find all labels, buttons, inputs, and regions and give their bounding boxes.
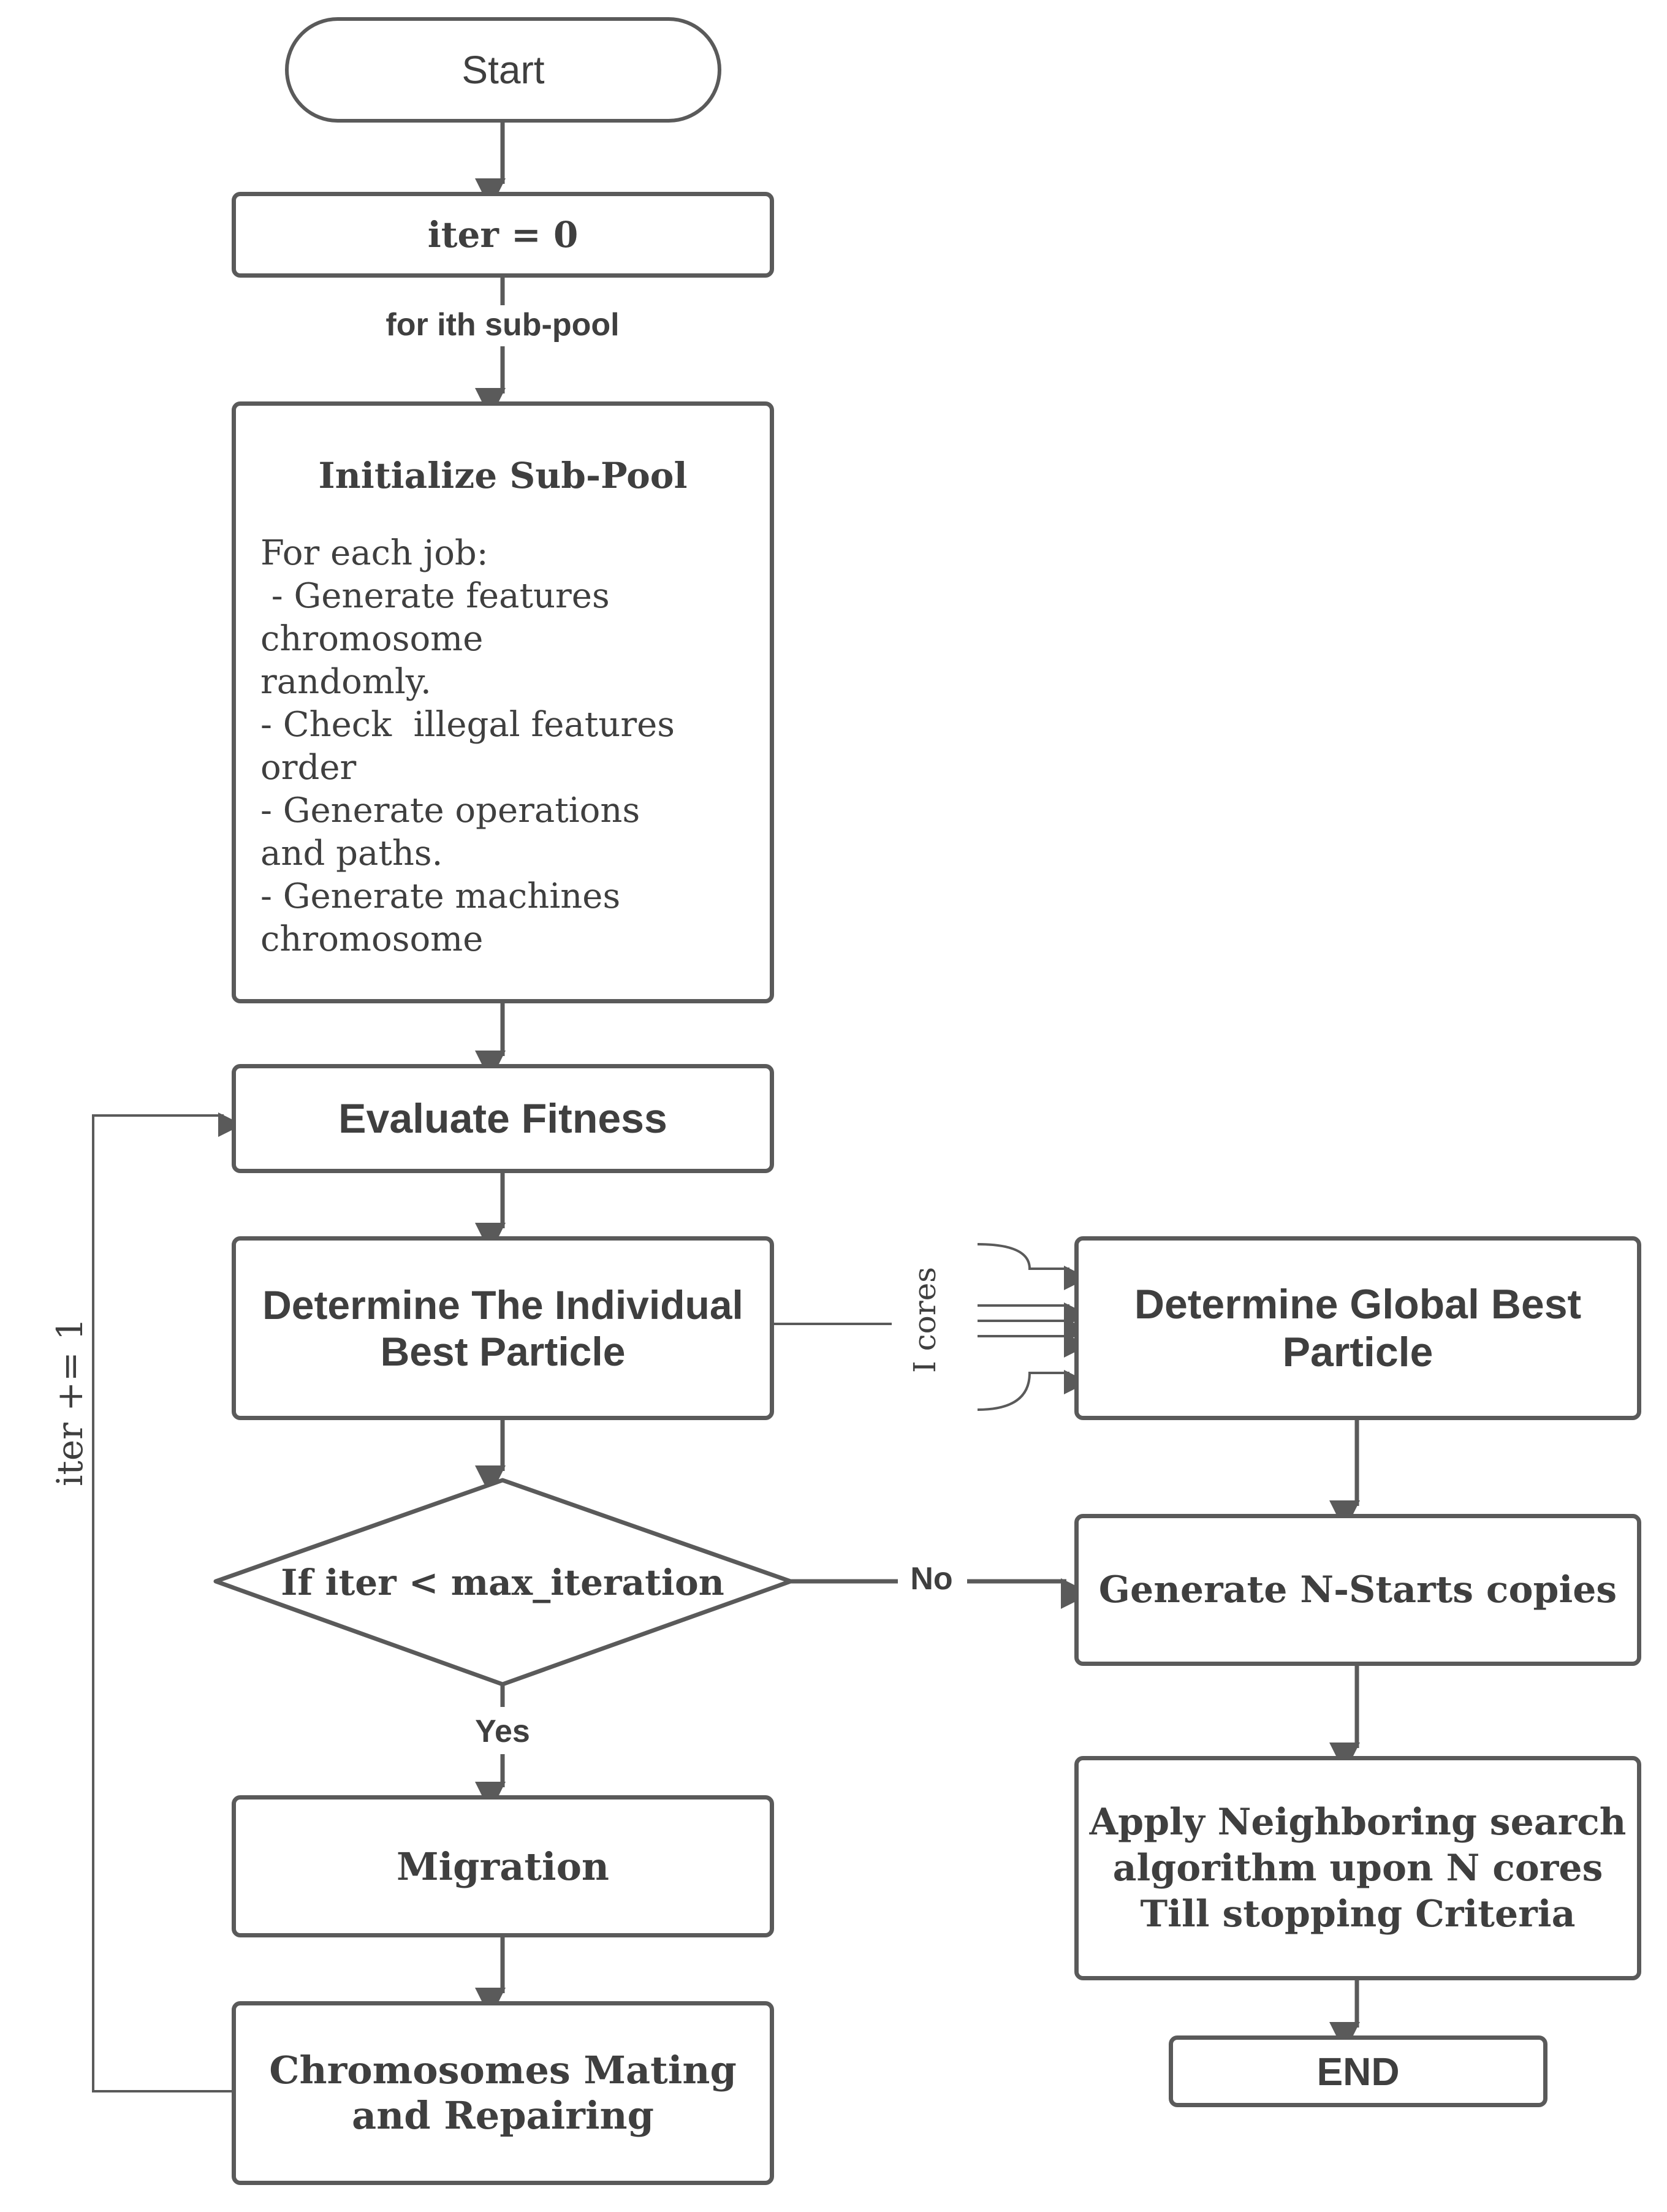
apply-search-label: Apply Neighboring search algorithm upon … xyxy=(1089,1800,1627,1936)
condition-node: If iter < max_iteration xyxy=(245,1519,760,1646)
migration-label: Migration xyxy=(397,1844,609,1889)
condition-label: If iter < max_iteration xyxy=(281,1562,724,1603)
end-terminal: END xyxy=(1169,2035,1547,2107)
start-terminal: Start xyxy=(285,17,721,123)
condition-diamond xyxy=(213,1478,793,1687)
edge-core-in-1 xyxy=(977,1243,1088,1290)
global-best-label: Determine Global Best Particle xyxy=(1134,1281,1582,1375)
for-ith-subpool-label: for ith sub-pool xyxy=(385,307,620,343)
mating-box: Chromosomes Mating and Repairing xyxy=(232,2001,774,2185)
generate-copies-label: Generate N-Starts copies xyxy=(1098,1568,1617,1611)
individual-best-box: Determine The Individual Best Particle xyxy=(232,1236,774,1420)
global-best-box: Determine Global Best Particle xyxy=(1074,1236,1641,1420)
migration-box: Migration xyxy=(232,1795,774,1937)
evaluate-fitness-box: Evaluate Fitness xyxy=(232,1064,774,1173)
iter-init-label: iter = 0 xyxy=(427,214,579,256)
init-title: Initialize Sub-Pool xyxy=(318,455,688,496)
init-body: For each job: - Generate features chromo… xyxy=(260,533,675,959)
mating-label: Chromosomes Mating and Repairing xyxy=(269,2048,737,2138)
cores-label: I cores xyxy=(907,1267,943,1373)
individual-best-label: Determine The Individual Best Particle xyxy=(262,1282,743,1374)
iter-increment-label: iter += 1 xyxy=(49,1318,91,1486)
edge-core-in-5 xyxy=(977,1370,1088,1411)
no-label: No xyxy=(910,1561,953,1597)
iter-init-box: iter = 0 xyxy=(232,192,774,278)
edge-loop-back xyxy=(92,1112,243,2092)
yes-label: Yes xyxy=(475,1714,530,1749)
evaluate-label: Evaluate Fitness xyxy=(338,1095,667,1142)
apply-search-box: Apply Neighboring search algorithm upon … xyxy=(1074,1756,1641,1980)
end-label: END xyxy=(1316,2049,1400,2094)
start-label: Start xyxy=(461,48,545,92)
initialize-subpool-box: Initialize Sub-Pool For each job: - Gene… xyxy=(232,401,774,1003)
generate-copies-box: Generate N-Starts copies xyxy=(1074,1514,1641,1666)
